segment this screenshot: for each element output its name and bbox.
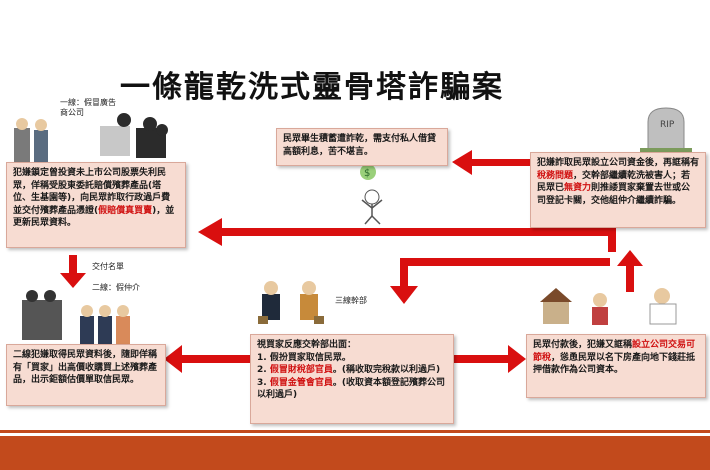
arrow-down-left (60, 255, 86, 288)
box-tax-text-c: ，交幹部繼續乾洗被害人；若民眾已 (537, 170, 691, 194)
tombstone-illustration (640, 107, 692, 153)
box-tier3-item-1: 1. 假扮買家取信民眾。 (257, 352, 351, 363)
arrow-center-to-right (454, 345, 526, 373)
box-tax-text-e: 則推諉買家棄置去世或公司登記卡關，交他組仲介繼續詐騙。 (537, 183, 691, 206)
box-tax-highlight-2: 無資力 (564, 183, 592, 193)
box-tax-text-a: 犯嫌詐取民眾設立公司資金後，再誆稱有 (537, 158, 700, 168)
arrow-center-to-left (164, 345, 250, 373)
box-tier1-text-a: 犯嫌鎖定曾投資未上市公司股票失利民眾，佯稱受股東委託賠償殯葬產品(塔位、生基園等… (13, 168, 171, 216)
footer-bar (0, 430, 710, 470)
box-victim-outcome: 民眾畢生積蓄遭詐乾，需支付私人借貸高額利息，苦不堪言。 (276, 128, 448, 166)
tier2-label: 二線：假仲介 (92, 283, 140, 292)
box-tier3-item-3-num: 3. (257, 377, 270, 388)
box-loan-text-c: ，慫恿民眾以名下房產向地下錢莊抵押借款作為公司資本。 (533, 352, 696, 376)
box-loan-highlight: 設立公司交易可節稅 (533, 340, 696, 363)
intermediary-figures-illustration (22, 290, 130, 344)
box-tier3-item-2-highlight: 假冒財稅部官員 (269, 365, 333, 375)
box-tier3-item-2-text: 。(稱收取完稅款以利過戶) (332, 365, 441, 375)
box-tier3-officials: 視買家反應交幹部出面： 1. 假扮買家取信民眾。 2. 假冒財稅部官員。(稱收取… (250, 334, 454, 424)
money-cartoon-illustration: $ (360, 164, 383, 225)
scammer-office-illustration (14, 113, 168, 162)
box-victim-outcome-text: 民眾畢生積蓄遭詐乾，需支付私人借貸高額利息，苦不堪言。 (283, 134, 437, 157)
box-tier2-text: 二線犯嫌取得民眾資料後，隨即佯稱有「買家」出高價收購買上述殯葬產品，出示鉅額估價… (13, 350, 158, 385)
arrow-to-tier3 (390, 258, 610, 304)
box-tax-highlight-1: 稅務問題 (537, 170, 574, 181)
box-tier3-item-2-num: 2. (257, 365, 270, 375)
box-tax-issue: 犯嫌詐取民眾設立公司資金後，再誆稱有稅務問題，交幹部繼續乾洗被害人；若民眾已無資… (530, 152, 706, 228)
box-loan-text-a: 民眾付款後，犯嫌又誆稱 (533, 340, 633, 350)
box-company-loan: 民眾付款後，犯嫌又誆稱設立公司交易可節稅，慫恿民眾以名下房產向地下錢莊抵押借款作… (526, 334, 706, 398)
cadre-figures-illustration (258, 281, 324, 324)
box-tier2-buyer: 二線犯嫌取得民眾資料後，隨即佯稱有「買家」出高價收購買上述殯葬產品，出示鉅額估價… (6, 344, 166, 406)
arrow-long-left (198, 218, 616, 252)
box-tier3-item-3-highlight: 假冒金管會官員 (269, 377, 333, 388)
tombstone-text: RIP (660, 120, 675, 130)
arrow-top-right-to-center (452, 150, 530, 175)
page-title: 一條龍乾洗式靈骨塔詐騙案 (120, 70, 504, 105)
box-tier1-scheme: 犯嫌鎖定曾投資未上市公司股票失利民眾，佯稱受股東委託賠償殯葬產品(塔位、生基園等… (6, 162, 186, 248)
svg-text:$: $ (364, 168, 370, 179)
box-tier1-text-c: )，並更新民眾資料。 (13, 205, 175, 229)
tier1-label: 一線：假冒廣告商公司 (60, 98, 116, 117)
handoff-label: 交付名單 (92, 262, 124, 271)
box-tier1-highlight: 假賠償真買賣 (98, 205, 153, 216)
arrow-up-right (617, 250, 643, 292)
house-elderly-illustration (540, 288, 677, 325)
tier3-label: 三線幹部 (335, 296, 367, 305)
box-tier3-item-3-text: 。(收取資本額登記殯葬公司以利過戶) (257, 377, 445, 401)
box-tier3-intro: 視買家反應交幹部出面： (257, 340, 357, 350)
